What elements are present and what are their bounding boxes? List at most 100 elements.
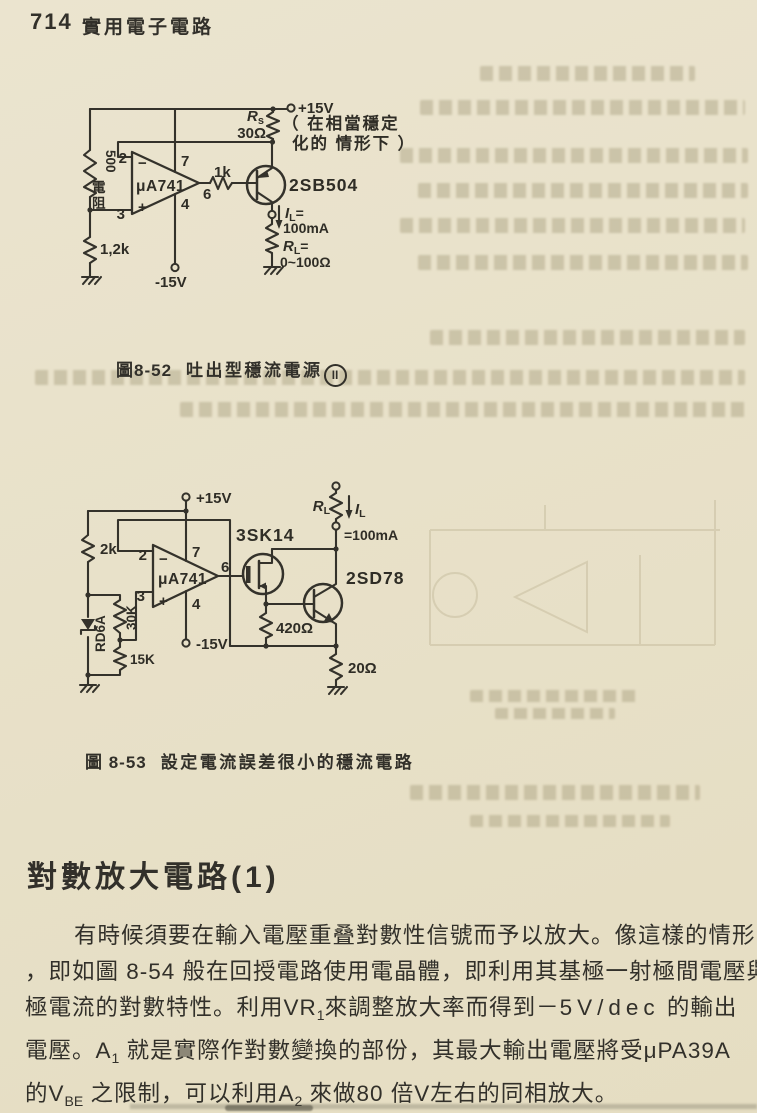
ghost-text-line: [430, 330, 745, 345]
label-pot-zi2: 阻: [92, 196, 106, 211]
label-r20: 20Ω: [348, 660, 377, 677]
emitter-arrow: [258, 170, 269, 178]
label-minus-input: −: [138, 155, 147, 172]
label-r30k: 30K: [124, 605, 139, 630]
label-pin4: 4: [192, 596, 201, 613]
label-opamp: μA741: [136, 178, 185, 195]
label-pin2: 2: [119, 150, 127, 167]
paragraph-line: 有時候須要在輸入電壓重叠對數性信號而予以放大。像這樣的情形時: [74, 923, 757, 948]
label-fet: 3SK14: [236, 525, 295, 545]
resistor-1k: [208, 175, 234, 191]
label-rl: RL: [313, 498, 331, 517]
label-transistor: 2SB504: [289, 175, 358, 195]
resistor-20: [328, 652, 344, 682]
label-pin6: 6: [221, 559, 229, 576]
label-il: IL=: [285, 205, 304, 224]
body-paragraph: 有時候須要在輸入電壓重叠對數性信號而予以放大。像這樣的情形時 ，即如圖 8-54 …: [25, 918, 757, 1113]
label-vplus: +15V: [196, 490, 231, 507]
ground-symbol: [80, 275, 103, 286]
fet-source-arrow: [259, 582, 266, 590]
label-pin7: 7: [181, 153, 189, 170]
ghost-text-line: [470, 815, 670, 827]
ghost-text-line: [480, 66, 695, 81]
figure2-circuit: +15V -15V 2k RD6A 30K 15K μA741 2 3 7 4 …: [78, 481, 405, 696]
resistor-15k: [112, 645, 128, 672]
label-vplus: +15V: [298, 100, 333, 117]
figure1-caption-title: 吐出型穩流電源: [186, 361, 323, 380]
ghost-text-line: [400, 148, 748, 163]
figure1-circuit: +15V Rs 30Ω （ 在相當穩定 化的 情形下 ） 500 電 阻 μA7…: [80, 100, 416, 291]
figure1-caption-number: 圖8-52: [116, 361, 173, 380]
label-pin2: 2: [139, 547, 147, 564]
label-il: IL: [355, 501, 366, 520]
label-plus-input: +: [159, 593, 168, 610]
ghost-text-line: [418, 255, 748, 270]
figure2-caption-number: 圖 8-53: [85, 753, 147, 772]
resistor-30k: [112, 598, 128, 635]
ghost-text-line: [495, 708, 615, 719]
fet-gate-bar: [246, 566, 251, 583]
terminal-vminus: [181, 638, 191, 648]
section-heading: 對數放大電路(1): [27, 861, 280, 894]
terminal-vminus: [170, 262, 180, 273]
label-rs: Rs: [247, 108, 264, 127]
fet-3sk14-body: [241, 552, 285, 596]
figure2-caption: 圖 8-53 設定電流誤差很小的穩流電路: [85, 748, 414, 773]
label-zener: RD6A: [93, 615, 108, 652]
label-rs-value: 30Ω: [237, 125, 266, 142]
ghost-text-line: [180, 402, 745, 417]
label-pot-zi1: 電: [92, 179, 106, 195]
paragraph-line: 的VBE 之限制，可以利用A2 來做80 倍V左右的同相放大。: [25, 1081, 619, 1109]
label-rl-value: 0~100Ω: [280, 254, 331, 270]
label-r15k: 15K: [130, 652, 155, 667]
page-number: 714: [30, 9, 73, 34]
label-minus-input: −: [159, 551, 168, 568]
opamp-triangle: [130, 150, 201, 216]
label-r420: 420Ω: [276, 620, 313, 637]
ghost-circuit: [429, 500, 720, 646]
current-arrow: [275, 220, 283, 229]
scan-artifact-smudge: [225, 1105, 313, 1111]
resistor-1k2: [82, 235, 98, 265]
label-pin4: 4: [181, 196, 190, 213]
resistor-420: [258, 611, 274, 640]
ghost-text-line: [410, 785, 700, 800]
figure1-caption-badge: II: [323, 364, 347, 387]
resistor-2k: [80, 533, 96, 564]
terminal-vplus: [286, 103, 296, 113]
label-pot-value: 500: [103, 150, 118, 173]
transistor-2sb504-body: [245, 164, 287, 206]
label-pin7: 7: [192, 544, 200, 561]
label-r1k: 1k: [214, 164, 231, 181]
paragraph-line: 電壓。A1 就是實際作對數變換的部份，其最大輸出電壓將受μPA39A: [25, 1038, 731, 1066]
note-line1: （ 在相當穩定: [282, 113, 400, 133]
book-title: 實用電子電路: [82, 17, 215, 38]
ghost-text-line: [418, 183, 748, 198]
ghost-text-line: [35, 370, 745, 385]
label-r1k2: 1,2k: [100, 241, 130, 258]
resistor-rl: [264, 222, 280, 255]
emitter-arrow: [324, 613, 334, 623]
label-pin3: 3: [117, 206, 125, 223]
label-pin3: 3: [137, 588, 145, 605]
transistor-2sd78-body: [302, 582, 344, 624]
zener-diode: [81, 619, 95, 630]
note-line2: 化的 情形下 ）: [292, 133, 416, 153]
label-il-value: =100mA: [344, 527, 398, 543]
label-il-value: 100mA: [283, 220, 329, 236]
figure2-caption-title: 設定電流誤差很小的穩流電路: [160, 753, 415, 772]
ghost-text-line: [470, 690, 640, 702]
ground-symbol: [78, 683, 101, 694]
label-bjt: 2SD78: [346, 568, 405, 588]
label-r2k: 2k: [100, 541, 117, 558]
label-plus-input: +: [138, 199, 147, 216]
ground-symbol: [262, 265, 285, 276]
resistor-rl: [328, 491, 344, 521]
ghost-text-line: [420, 100, 745, 115]
label-rl: RL=: [283, 238, 308, 257]
paragraph-line: ，即如圖 8-54 般在回授電路使用電晶體，即利用其基極一射極間電壓與集: [25, 959, 757, 984]
current-arrow: [345, 510, 353, 519]
paragraph-line: 極電流的對數特性。利用VR1來調整放大率而得到－5V/dec 的輸出: [25, 995, 738, 1023]
